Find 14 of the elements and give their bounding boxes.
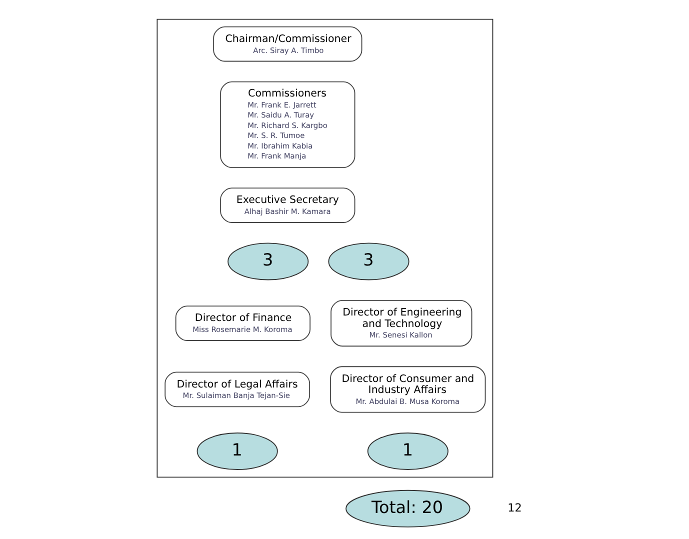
node-box: Director of Finance Miss Rosemarie M. Koroma (174, 306, 310, 341)
node-ellipse: Total: 20 (345, 490, 470, 528)
node-box: Chairman/Commissioner Arc. Siray A. Timbo (212, 26, 362, 62)
node-box: Director of Consumer and Industry Affairs Mr. Abdulai B. Musa Koroma (330, 366, 486, 413)
node-box: Commissioners Mr. Frank E. Jarrett Mr. Saidu A. Turay Mr. Richard S. Kargbo Mr. S. R. Tumoe Mr. Ibrahim Kabia Mr. Frank Manja (220, 81, 355, 168)
label: 12 (507, 502, 522, 515)
cluster (156, 18, 493, 478)
node-ellipse: 3 (328, 242, 409, 280)
node-box: Director of Legal Affairs Mr. Sulaiman Banja Tejan-Sie (164, 372, 310, 408)
node-ellipse: 1 (196, 432, 278, 470)
node-ellipse: 1 (366, 432, 448, 470)
node-ellipse: 3 (227, 242, 308, 280)
node-box: Executive Secretary Alhaj Bashir M. Kamara (220, 188, 355, 223)
node-box: Director of Engineering and Technology Mr. Senesi Kallon (330, 300, 472, 347)
